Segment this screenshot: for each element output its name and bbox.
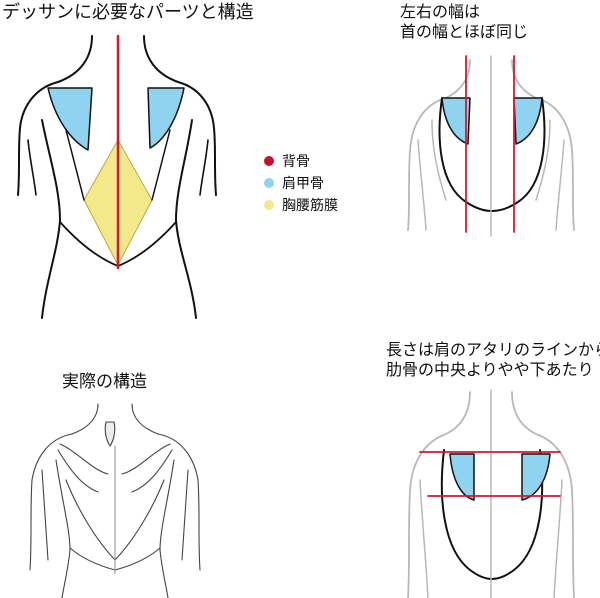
width-note-line-1: 左右の幅は — [400, 2, 481, 21]
length-left-scapula — [449, 453, 475, 501]
left-torso — [41, 119, 61, 319]
right-arm-inner — [199, 139, 209, 196]
actual-lat-left — [65, 479, 116, 561]
lower-back-right — [117, 221, 177, 267]
right-back-line — [151, 129, 171, 201]
diagram-title: デッサンに必要なパーツと構造 — [2, 2, 254, 23]
actual-torso-left — [55, 459, 71, 598]
width-ribcage — [438, 97, 546, 212]
width-note-line-2: 首の幅とほぼ同じ — [400, 22, 529, 41]
legend-item-scapula: 肩甲骨 — [264, 172, 338, 194]
legend-label-scapula: 肩甲骨 — [282, 176, 324, 192]
actual-arm-inner-left — [41, 469, 49, 561]
actual-lower-left — [69, 547, 116, 571]
width-torso-right — [535, 119, 551, 201]
length-shoulder-left — [407, 433, 447, 598]
width-torso-left — [431, 119, 447, 201]
actual-lat-right — [114, 479, 165, 561]
lower-back-left — [59, 221, 119, 267]
legend-item-spine: 背骨 — [264, 150, 338, 172]
legend-label-spine: 背骨 — [282, 154, 310, 170]
length-note-line-1: 長さは肩のアタリのラインから — [386, 340, 600, 359]
width-shoulder-left — [407, 97, 447, 231]
actual-spine-top — [104, 421, 116, 447]
legend-swatch-fascia — [264, 200, 274, 210]
figure-width-comparison — [407, 55, 575, 237]
legend-label-fascia: 胸腰筋膜 — [282, 198, 338, 214]
left-back-line — [65, 129, 85, 201]
actual-neck-right — [131, 403, 159, 435]
neck-right — [143, 35, 179, 83]
actual-lower-right — [114, 547, 161, 571]
right-scapula — [147, 87, 185, 149]
length-shoulder-right — [535, 433, 575, 598]
actual-scapula-right — [131, 449, 173, 493]
actual-shoulder-right — [157, 433, 201, 571]
actual-neck-left — [71, 403, 99, 435]
figure-back-parts — [17, 34, 217, 319]
neck-left — [57, 35, 93, 83]
actual-arm-inner-right — [181, 469, 189, 561]
actual-structure-title: 実際の構造 — [62, 372, 147, 392]
width-shoulder-right — [535, 97, 575, 231]
actual-trap-right — [121, 443, 171, 475]
length-note-line-2: 肋骨の中央よりやや下あたり — [386, 360, 594, 379]
legend-item-fascia: 胸腰筋膜 — [264, 194, 338, 216]
figure-actual-structure — [29, 403, 201, 598]
right-torso — [175, 119, 197, 319]
width-arm-inner-right — [555, 139, 565, 231]
legend-swatch-scapula — [264, 178, 274, 188]
actual-scapula-left — [57, 449, 99, 493]
length-neck-left — [445, 391, 471, 435]
figure-length-guide — [407, 389, 575, 598]
length-ribcage — [440, 449, 544, 580]
left-arm-inner — [27, 139, 37, 196]
length-arm-inner-left — [419, 479, 429, 598]
legend: 背骨 肩甲骨 胸腰筋膜 — [264, 150, 338, 216]
length-right-scapula — [521, 453, 551, 501]
right-shoulder — [177, 81, 217, 196]
width-left-scapula — [441, 97, 471, 145]
width-neck-left — [445, 59, 471, 99]
width-neck-right — [511, 59, 537, 99]
legend-swatch-spine — [264, 156, 274, 166]
length-arm-inner-right — [553, 479, 563, 598]
width-arm-inner-left — [417, 139, 427, 231]
actual-trap-left — [59, 443, 109, 475]
actual-torso-right — [159, 459, 175, 598]
actual-shoulder-left — [29, 433, 73, 571]
length-neck-right — [511, 391, 537, 435]
left-shoulder — [17, 81, 59, 196]
left-scapula — [47, 87, 93, 151]
width-right-scapula — [513, 97, 543, 145]
